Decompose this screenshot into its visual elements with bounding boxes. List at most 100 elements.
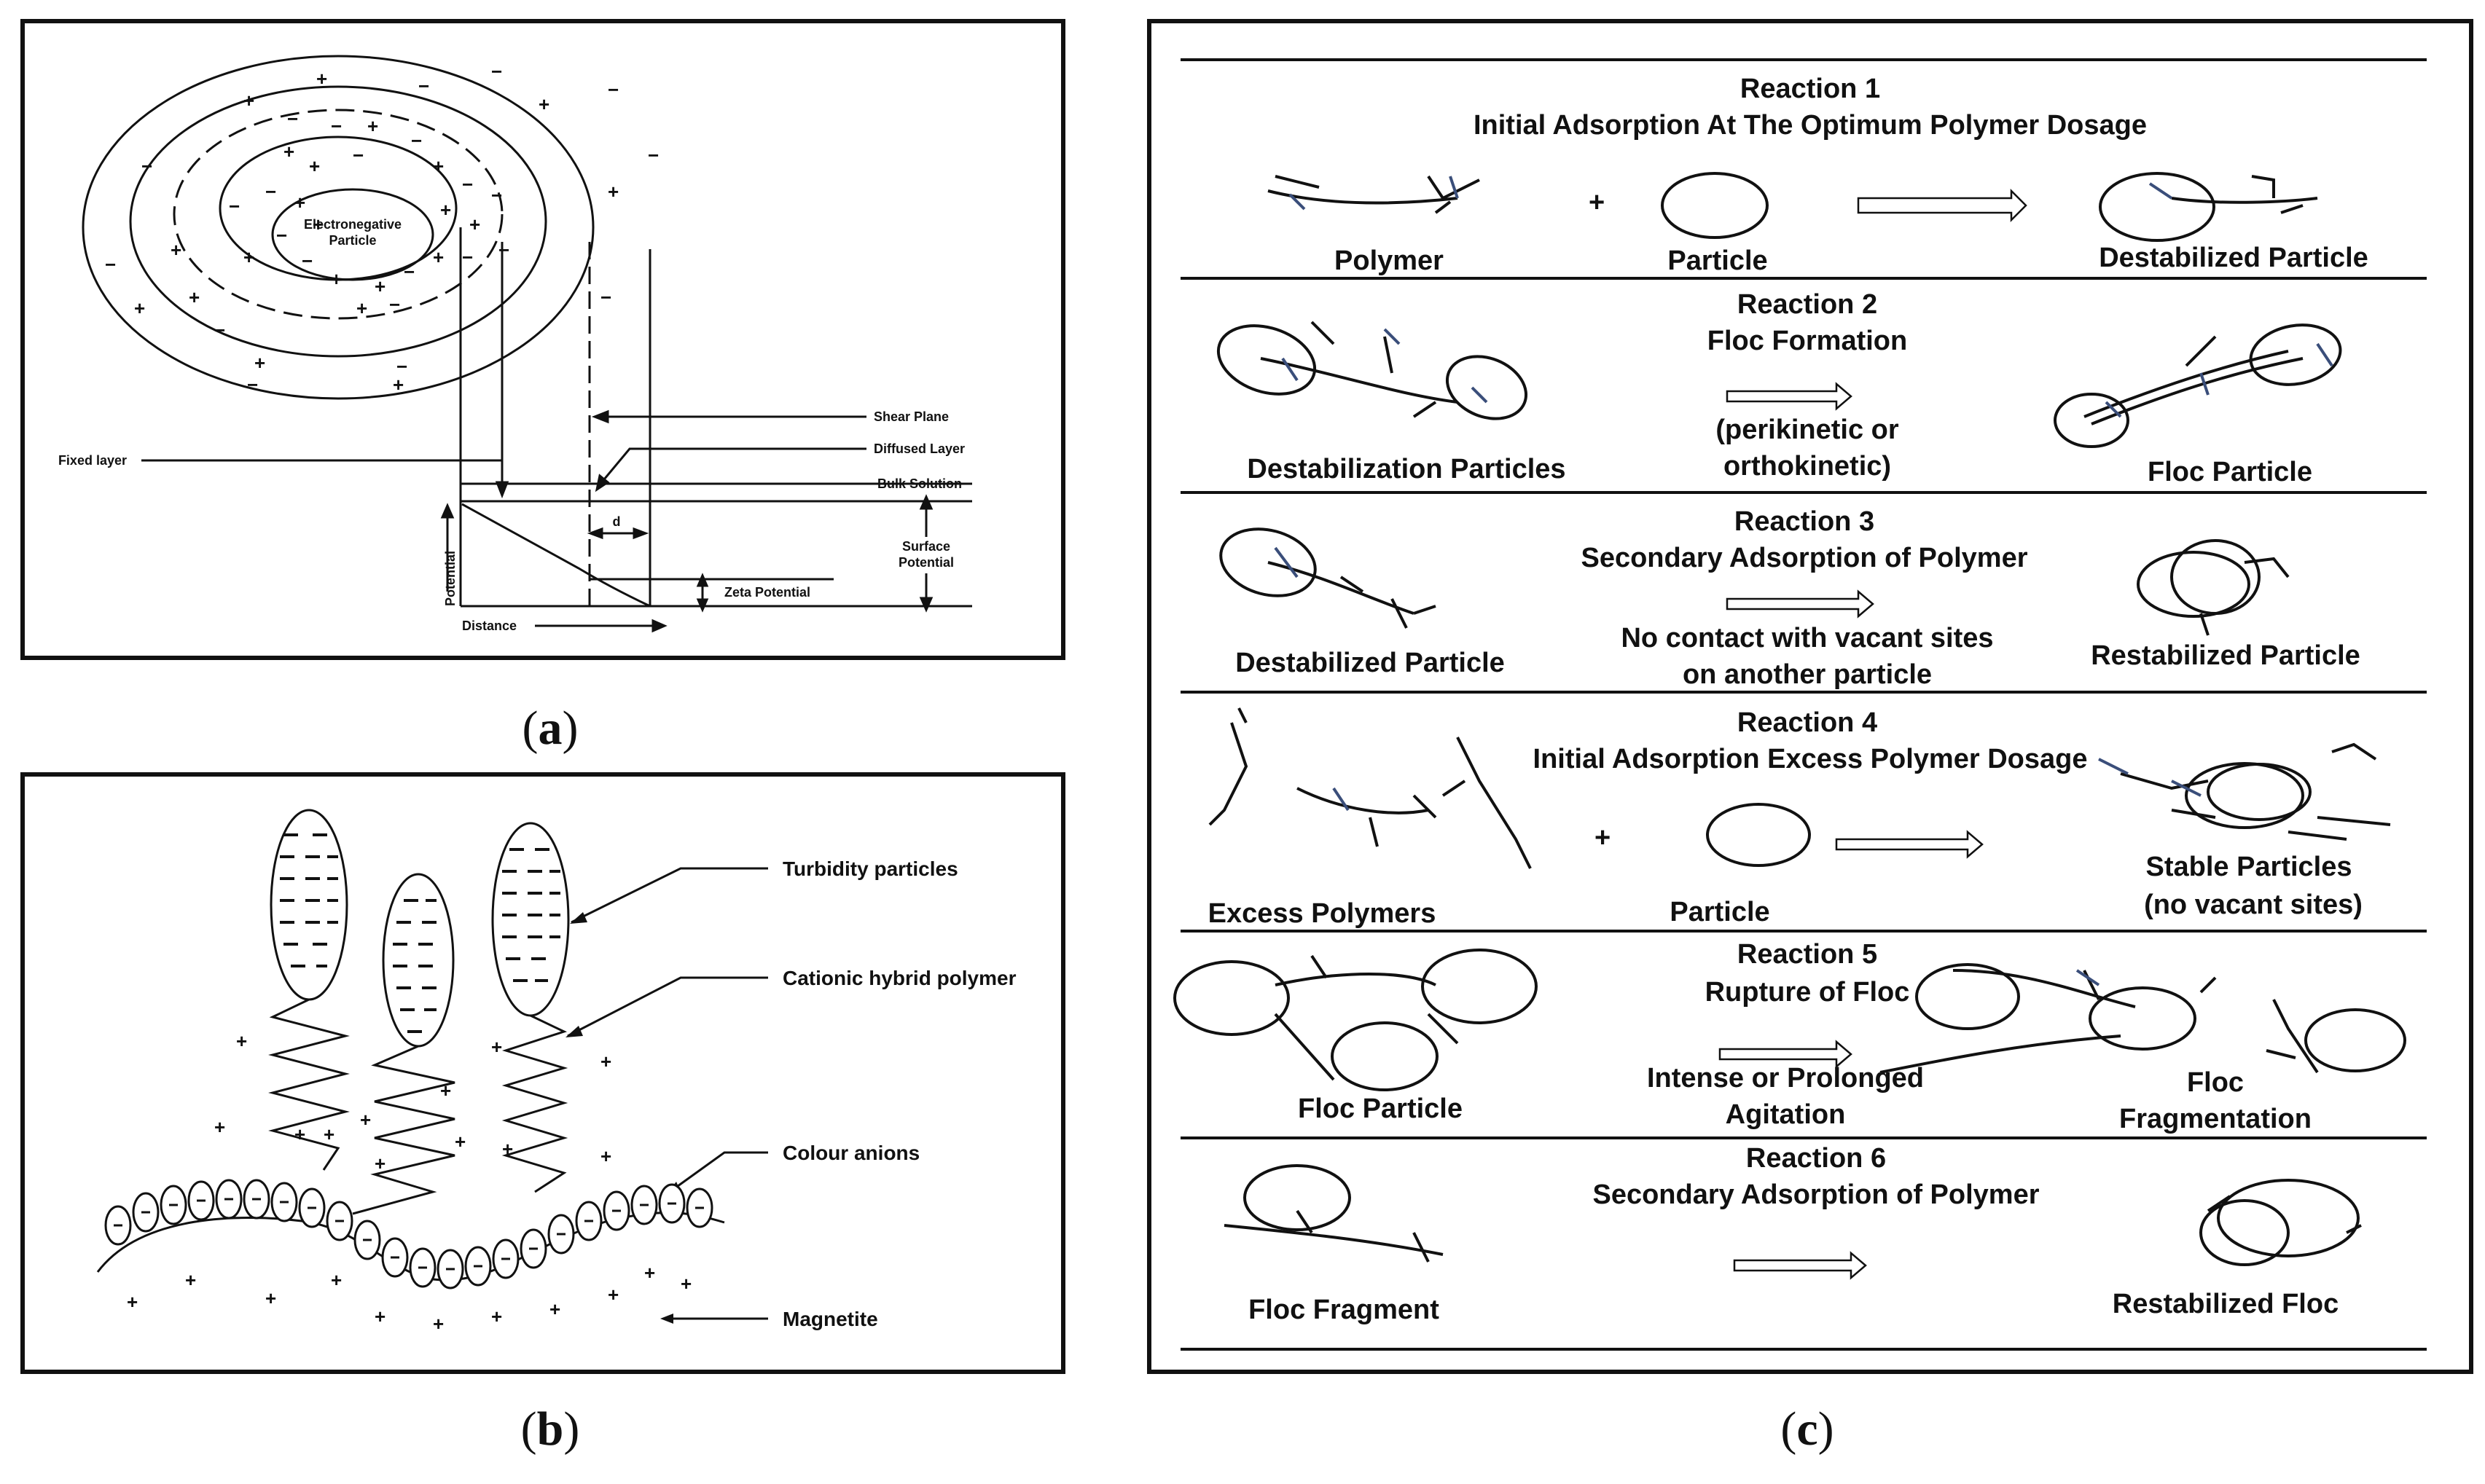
reaction3-left-label: Destabilized Particle xyxy=(1235,648,1505,678)
reaction3-title: Reaction 3 xyxy=(1734,506,1874,537)
svg-text:+: + xyxy=(367,115,378,137)
outer-ring xyxy=(82,55,595,400)
svg-text:+: + xyxy=(600,1051,611,1072)
svg-text:+: + xyxy=(189,286,200,308)
reaction5-left-label: Floc Particle xyxy=(1298,1094,1463,1124)
turbidity-particle-1 xyxy=(270,809,348,1001)
svg-text:+: + xyxy=(491,1306,502,1327)
svg-text:+: + xyxy=(236,1030,247,1052)
reaction1-right-label: Destabilized Particle xyxy=(2099,243,2368,273)
svg-text:+: + xyxy=(375,1306,386,1327)
svg-text:−: − xyxy=(247,374,258,396)
particle-core xyxy=(271,188,434,281)
svg-text:−: − xyxy=(498,239,509,261)
svg-text:+: + xyxy=(502,1138,513,1160)
svg-text:+: + xyxy=(324,1123,334,1145)
polymer-label: Cationic hybrid polymer xyxy=(783,967,1017,989)
svg-text:−: − xyxy=(600,286,611,308)
polymer-chain-2 xyxy=(352,1045,455,1215)
svg-text:+: + xyxy=(360,1109,371,1131)
distance-axis-label: Distance xyxy=(462,619,517,633)
reaction6-right-label: Restabilized Floc xyxy=(2113,1289,2339,1319)
reaction1-left-label: Polymer xyxy=(1334,246,1444,276)
particle-charges xyxy=(280,833,560,1033)
reaction1-subtitle: Initial Adsorption At The Optimum Polyme… xyxy=(1474,110,2147,141)
svg-text:−: − xyxy=(462,246,473,268)
svg-text:+: + xyxy=(440,1080,451,1102)
reaction4-right-label-1: Stable Particles xyxy=(2145,852,2352,882)
svg-text:+: + xyxy=(375,275,386,297)
reaction4-left-label: Excess Polymers xyxy=(1208,898,1436,929)
caption-a: (a) xyxy=(522,702,579,755)
electric-double-layer-diagram: ++ −− −− +− +− +− +− −− +− ++ −+ −+ +− +… xyxy=(58,55,972,633)
svg-text:−: − xyxy=(353,144,364,166)
reaction3-note2: on another particle xyxy=(1683,659,1932,690)
reaction2-title: Reaction 2 xyxy=(1737,289,1877,320)
magnetite-label: Magnetite xyxy=(783,1308,878,1330)
reaction4-mid-label: Particle xyxy=(1670,897,1769,927)
panel-b: ++ ++ ++ ++ ++ ++ ++ ++ ++ ++ ++ + Turbi… xyxy=(20,772,1065,1374)
reaction6-title: Reaction 6 xyxy=(1746,1143,1886,1174)
reaction2-subtitle: Floc Formation xyxy=(1707,326,1907,356)
svg-text:−: − xyxy=(229,195,240,217)
reaction3-right-label: Restabilized Particle xyxy=(2091,640,2360,671)
reaction5-title: Reaction 5 xyxy=(1737,939,1877,970)
svg-text:+: + xyxy=(309,155,320,177)
middle-ring xyxy=(129,85,547,358)
svg-text:+: + xyxy=(433,155,444,177)
cations: ++ ++ ++ ++ ++ ++ ++ ++ ++ ++ ++ + xyxy=(127,1030,692,1335)
svg-text:−: − xyxy=(608,79,619,101)
svg-text:+: + xyxy=(243,246,254,268)
fixed-layer-label: Fixed layer xyxy=(58,453,127,468)
svg-text:+: + xyxy=(608,1284,619,1306)
svg-text:−: − xyxy=(418,75,429,97)
svg-text:−: − xyxy=(302,250,313,272)
svg-text:+: + xyxy=(316,68,327,90)
panel-a: ++ −− −− +− +− +− +− −− +− ++ −+ −+ +− +… xyxy=(20,19,1065,660)
svg-text:−: − xyxy=(276,224,287,246)
reaction2-right-label: Floc Particle xyxy=(2148,457,2312,487)
polymer-adsorption-diagram: ++ ++ ++ ++ ++ ++ ++ ++ ++ ++ ++ + Turbi… xyxy=(96,809,1017,1335)
turbidity-label: Turbidity particles xyxy=(783,857,958,880)
svg-text:+: + xyxy=(440,199,451,221)
svg-text:−: − xyxy=(287,108,298,130)
svg-text:−: − xyxy=(265,181,276,203)
svg-text:+: + xyxy=(254,352,265,374)
svg-text:+: + xyxy=(491,1036,502,1058)
svg-text:+: + xyxy=(134,297,145,319)
svg-text:+: + xyxy=(171,239,181,261)
svg-text:+: + xyxy=(127,1291,138,1313)
svg-text:+: + xyxy=(433,1313,444,1335)
svg-text:+: + xyxy=(608,181,619,203)
reaction6-subtitle: Secondary Adsorption of Polymer xyxy=(1592,1179,2039,1210)
svg-text:+: + xyxy=(393,374,404,396)
polymer-chain-3 xyxy=(501,1014,568,1193)
panel-c: + + Reaction 1 Initial Adsorption At The… xyxy=(1147,19,2473,1374)
svg-text:+: + xyxy=(539,93,549,115)
potential-axis-label: Potential xyxy=(443,551,458,606)
svg-text:+: + xyxy=(469,213,480,235)
svg-text:−: − xyxy=(396,356,407,377)
svg-text:+: + xyxy=(549,1298,560,1320)
svg-text:+: + xyxy=(331,1269,342,1291)
svg-text:−: − xyxy=(331,115,342,137)
shear-plane-label: Shear Plane xyxy=(874,409,949,424)
particle-label-line1: Electronegative xyxy=(304,217,402,232)
reaction5-note2: Agitation xyxy=(1726,1099,1846,1130)
reaction5-right-label-1: Floc xyxy=(2187,1067,2244,1098)
svg-text:−: − xyxy=(389,294,400,315)
charge-signs: ++ −− −− +− +− +− +− −− +− ++ −+ −+ +− +… xyxy=(105,60,659,396)
svg-text:+: + xyxy=(644,1262,655,1284)
svg-text:+: + xyxy=(331,268,342,290)
svg-text:+: + xyxy=(681,1273,692,1295)
anions-label: Colour anions xyxy=(783,1142,920,1164)
svg-text:−: − xyxy=(214,319,225,341)
inner-ring xyxy=(173,109,504,320)
caption-b: (b) xyxy=(520,1402,580,1456)
svg-text:+: + xyxy=(214,1116,225,1138)
reaction1-title: Reaction 1 xyxy=(1740,74,1880,104)
svg-text:−: − xyxy=(491,184,502,206)
flocculation-reactions-diagram: + + Reaction 1 Initial Adsorption At The… xyxy=(1173,58,2427,1351)
reaction4-title: Reaction 4 xyxy=(1737,707,1877,738)
reaction2-left-label: Destabilization Particles xyxy=(1247,454,1565,484)
